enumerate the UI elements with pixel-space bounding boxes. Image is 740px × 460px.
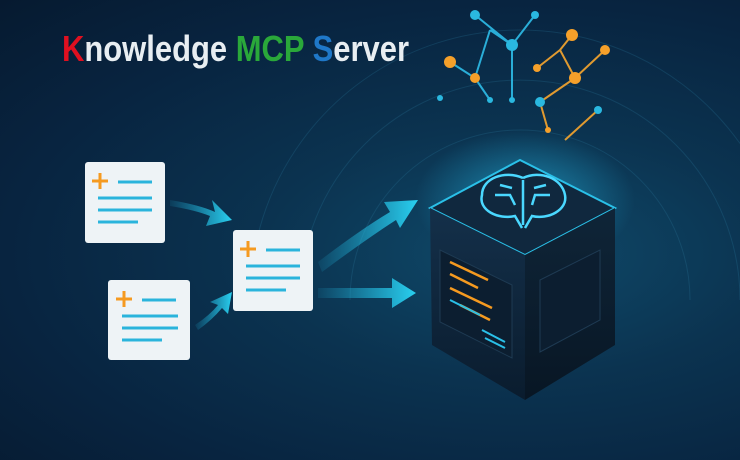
document-card-1 (85, 162, 165, 243)
network-tree (437, 10, 610, 141)
background-arc (249, 29, 740, 301)
title-erver: erver (333, 28, 409, 69)
title-k: K (62, 28, 85, 69)
page-title: Knowledge MCP Server (62, 28, 409, 70)
flow-arrows (170, 200, 418, 330)
document-card-2 (233, 230, 313, 311)
server-cube (415, 130, 635, 400)
background-arc (299, 79, 740, 301)
brain-icon (480, 173, 567, 229)
background-arcs (249, 29, 740, 301)
title-s: S (312, 28, 334, 69)
title-mcp: MCP (235, 28, 313, 69)
document-card-3 (108, 280, 190, 360)
title-nowledge: nowledge (84, 28, 236, 69)
background-arc (349, 129, 691, 301)
